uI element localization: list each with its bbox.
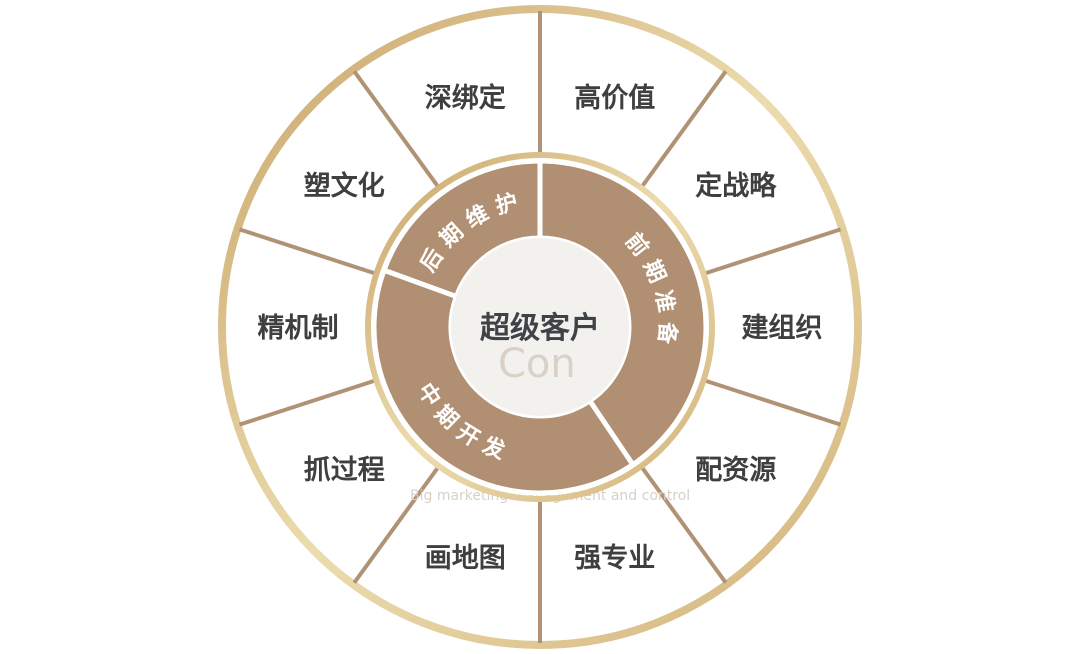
center-circle bbox=[451, 238, 629, 416]
spoke-divider bbox=[640, 70, 728, 188]
spoke-divider bbox=[640, 466, 728, 584]
spoke-divider bbox=[238, 378, 376, 427]
segment-label: 塑文化 bbox=[304, 170, 385, 202]
segment-label: 强专业 bbox=[574, 543, 655, 574]
segment-label: 配资源 bbox=[695, 455, 776, 486]
watermark-logo-text: Con bbox=[498, 341, 576, 387]
spoke-divider bbox=[352, 466, 440, 584]
segment-label: 高价值 bbox=[574, 82, 655, 114]
segment-label: 定战略 bbox=[695, 170, 777, 202]
segment-label: 建组织 bbox=[742, 312, 823, 344]
segment-label: 精机制 bbox=[258, 313, 339, 344]
spoke-divider bbox=[704, 378, 842, 427]
segment-label: 抓过程 bbox=[304, 455, 385, 486]
segment-label: 画地图 bbox=[425, 543, 506, 574]
spoke-divider bbox=[352, 70, 440, 188]
spoke-divider bbox=[704, 227, 842, 276]
center-label: 超级客户 bbox=[480, 311, 600, 346]
spoke-divider bbox=[238, 227, 376, 276]
segment-label: 深绑定 bbox=[425, 82, 506, 114]
inner-gold-ring bbox=[365, 152, 715, 502]
